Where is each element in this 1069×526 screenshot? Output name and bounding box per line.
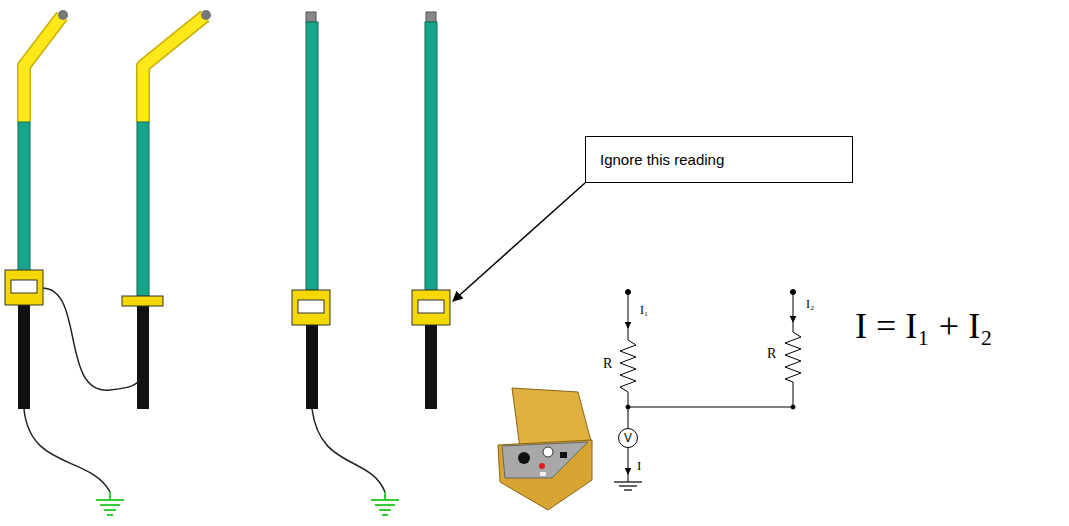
hot-stick [143,16,205,122]
hot-stick [425,12,437,409]
wire [24,409,110,492]
ground-symbol [384,492,386,500]
clamp-meter [418,300,444,313]
resistor-symbol [785,332,801,382]
ground-symbol [614,482,642,490]
resistor-label: R [767,346,776,362]
schematic-wire [791,405,795,409]
schematic-wire [628,292,629,328]
resistor-symbol [620,332,801,392]
callout-box: Ignore this reading [585,136,853,183]
hot-stick [24,16,62,122]
wire [24,288,385,492]
ground-symbol [96,492,124,515]
test-kit-case [560,452,567,458]
meter-symbol: V [618,428,638,448]
hot-stick [122,296,163,306]
test-kit-case [502,442,588,478]
hot-stick [426,12,436,22]
current-label: I₂ [806,297,814,312]
clamp-meter [412,290,450,325]
resistor-label: R [603,356,612,372]
wire [312,409,385,492]
test-kit-case [540,472,546,476]
resistor-symbol [620,340,636,392]
ground-symbol [382,514,388,516]
hot-stick [18,122,30,272]
hot-stick [306,12,316,22]
hot-stick [201,10,211,20]
test-kit-case [539,463,545,469]
ground-symbol [375,504,395,506]
ground-symbol [619,485,637,486]
schematic-wire [628,407,793,408]
ground-symbol [104,509,116,511]
clamp-meter [292,290,330,325]
test-kit-case [512,388,592,448]
equation: I = I₁ + I₂ [855,305,993,347]
clamp-meter [292,290,330,325]
schematic-wire [626,290,796,483]
ground-symbol [371,499,399,501]
wire [43,288,140,390]
schematic-wire [793,382,794,407]
schematic-wire [628,448,629,474]
hot-stick [137,306,149,409]
clamp-meter [5,270,43,305]
leader-arrow [453,183,585,301]
hot-stick [18,10,68,409]
schematic-wire [793,320,794,332]
hot-stick [306,12,318,409]
schematic-wire [628,472,629,482]
clamp-meter [5,270,43,305]
ground-symbol [614,481,642,482]
hot-stick [58,10,68,20]
meter-letter: V [624,432,632,444]
current-label: I [637,458,641,474]
schematic-wire [793,292,794,322]
hot-stick [24,16,62,122]
hot-stick [143,16,205,122]
ground-symbol [624,489,632,490]
hot-stick [425,325,437,409]
test-kit-case [518,452,530,464]
hot-stick [122,10,211,409]
current-label: I₁ [640,303,648,318]
callout-text: Ignore this reading [600,151,724,168]
schematic-wire [626,405,630,409]
hot-stick [137,122,149,296]
test-kit-case [498,388,592,510]
clamp-meter [11,280,37,293]
hot-stick [306,325,318,409]
test-kit-case [543,447,553,457]
hot-stick [425,22,437,290]
test-kit-case [498,440,592,510]
clamp-meter [298,300,324,313]
schematic-wire [628,392,629,428]
leader-arrow [453,183,585,301]
ground-symbol [371,492,399,515]
clamp-meter [412,290,450,325]
hot-stick [306,22,318,290]
ground-symbol [109,492,111,500]
ground-symbol [100,504,120,506]
schematic-wire [628,326,629,340]
ground-symbol [107,514,113,516]
ground-symbol [96,499,124,501]
hot-stick [18,305,30,409]
ground-symbol [379,509,391,511]
